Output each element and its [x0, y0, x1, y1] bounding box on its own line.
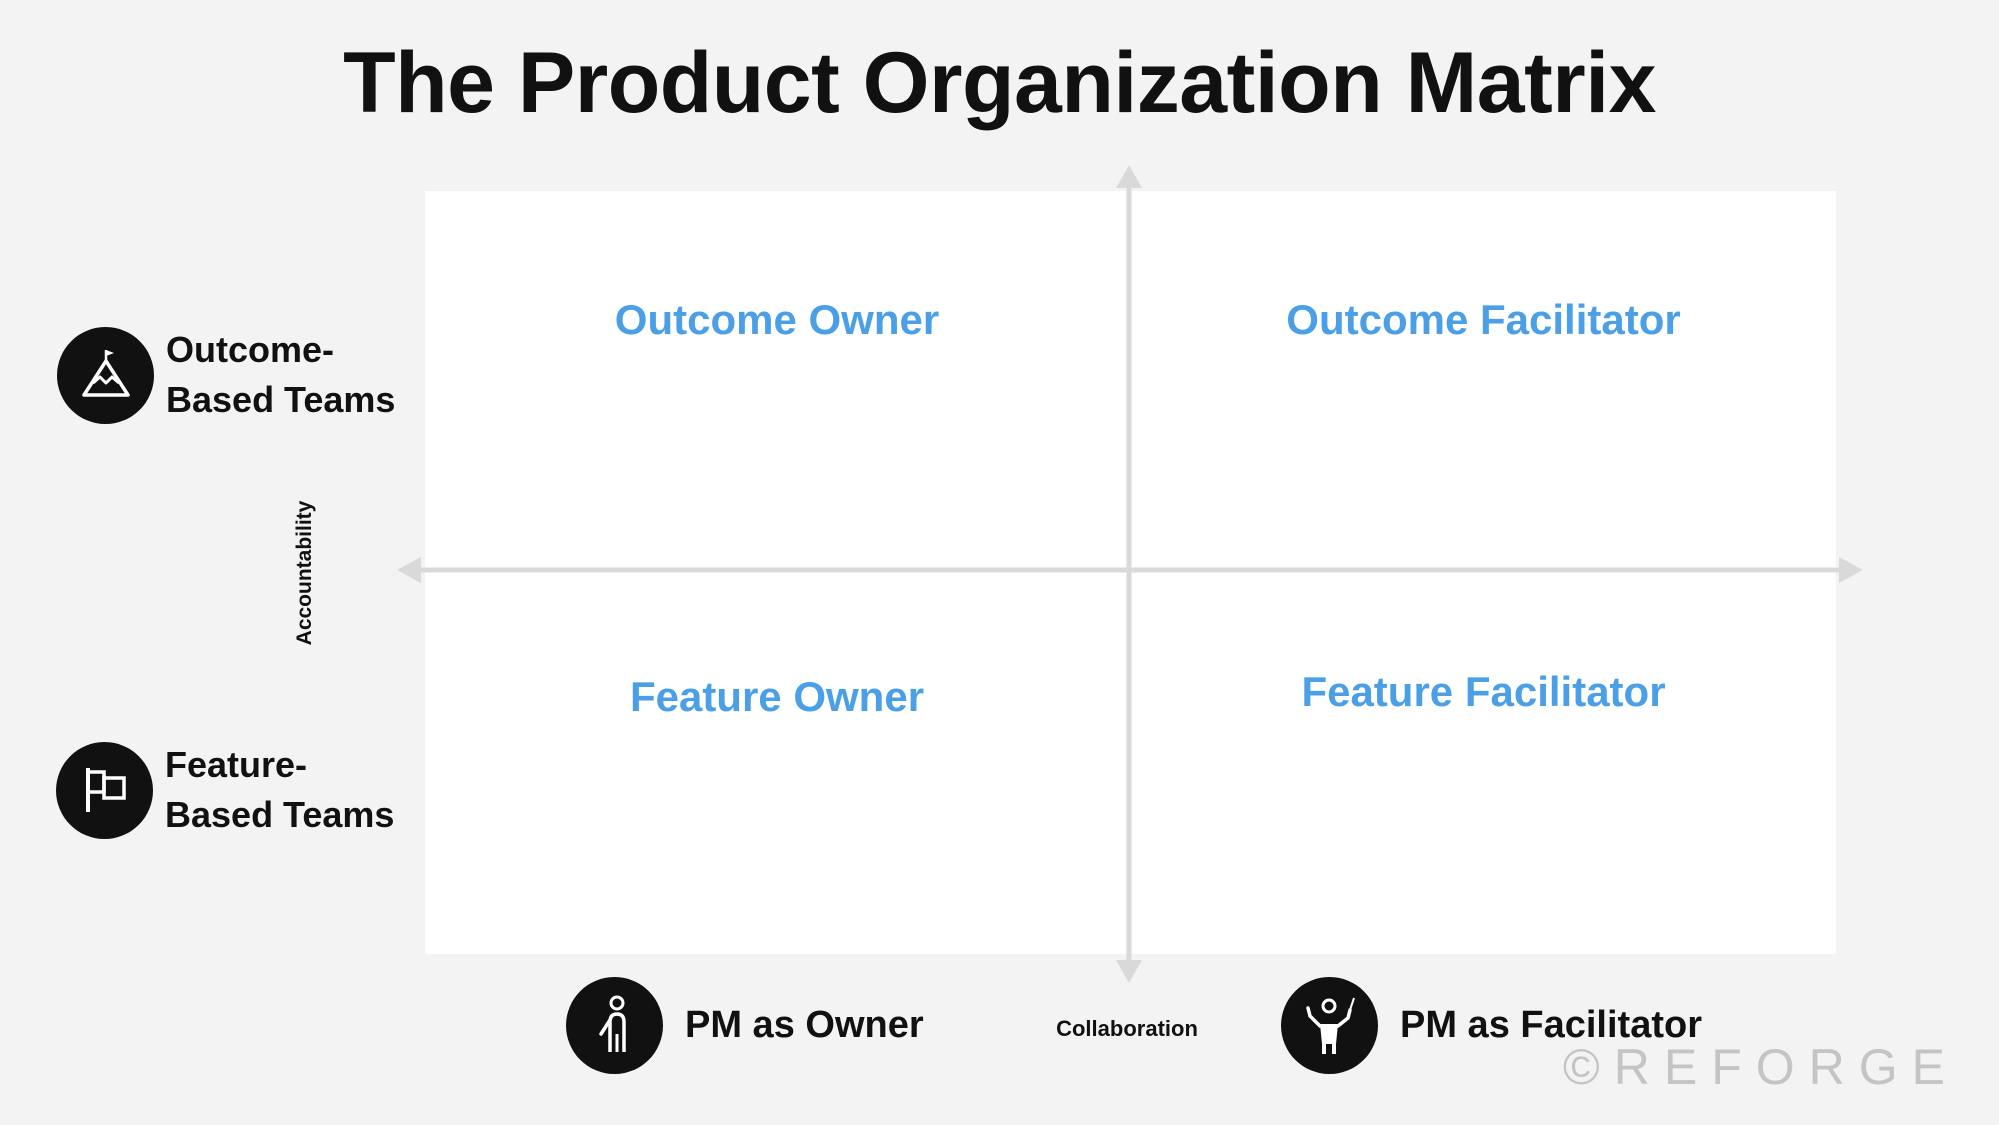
row-label-outcome-text: Outcome- Based Teams — [166, 329, 396, 420]
flag-icon — [56, 741, 153, 839]
horizontal-axis-arrow-right — [1839, 557, 1863, 583]
conductor-icon — [1281, 977, 1378, 1074]
axis-x-label: Collaboration — [1056, 1016, 1198, 1041]
vertical-axis-arrow-down — [1116, 960, 1142, 983]
row-label-feature: Feature- Based Teams — [56, 740, 394, 840]
vertical-axis-arrow-up — [1116, 165, 1142, 188]
person-icon — [566, 977, 663, 1074]
axis-y-label: Accountability — [293, 500, 316, 646]
quadrant-top-right-label: Outcome Facilitator — [1286, 296, 1681, 343]
reforge-watermark: ©REFORGE — [1562, 1039, 1959, 1095]
horizontal-axis-arrow-left — [397, 557, 421, 583]
quadrant-bottom-right-label: Feature Facilitator — [1301, 668, 1666, 715]
page-title: The Product Organization Matrix — [343, 35, 1656, 131]
column-label-facilitator: PM as Facilitator — [1281, 977, 1702, 1074]
quadrant-top-left-label: Outcome Owner — [614, 296, 940, 343]
column-label-owner-text: PM as Owner — [685, 1004, 924, 1046]
quadrant-bottom-left-label: Feature Owner — [629, 673, 925, 720]
column-label-owner: PM as Owner — [566, 977, 924, 1074]
mountain-flag-icon — [57, 326, 154, 424]
row-label-feature-text: Feature- Based Teams — [165, 744, 395, 835]
column-label-facilitator-text: PM as Facilitator — [1400, 1004, 1702, 1046]
row-label-outcome: Outcome- Based Teams — [57, 325, 395, 425]
